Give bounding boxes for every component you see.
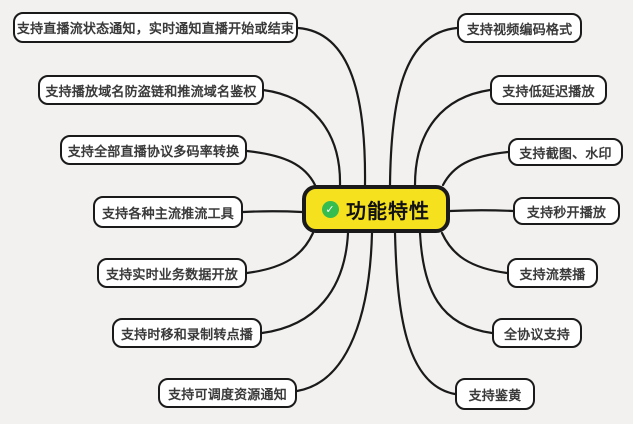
connector-right-5 <box>440 231 509 275</box>
connector-left-1 <box>296 26 367 187</box>
connector-right-1 <box>388 26 459 187</box>
check-circle-icon: ✓ <box>322 200 339 218</box>
connector-left-3 <box>245 149 317 187</box>
connector-right-7 <box>393 231 457 396</box>
node-schedulable-resource: 支持可调度资源通知 <box>158 378 297 408</box>
node-realtime-data: 支持实时业务数据开放 <box>97 258 247 288</box>
node-instant-play: 支持秒开播放 <box>513 197 620 225</box>
connector-right-2 <box>413 88 492 187</box>
node-video-codec: 支持视频编码格式 <box>457 13 582 43</box>
node-stream-status-notify: 支持直播流状态通知，实时通知直播开始或结束 <box>13 12 298 43</box>
node-timeshift-record: 支持时移和录制转点播 <box>112 318 262 348</box>
node-stream-ban: 支持流禁播 <box>507 258 598 288</box>
node-domain-auth: 支持播放域名防盗链和推流域名鉴权 <box>38 75 264 105</box>
node-low-latency: 支持低延迟播放 <box>490 75 607 105</box>
node-snapshot-watermark: 支持截图、水印 <box>508 138 623 166</box>
node-porn-detection: 支持鉴黄 <box>455 378 535 410</box>
center-node-label: 功能特性 <box>346 200 430 223</box>
node-protocol-bitrate: 支持全部直播协议多码率转换 <box>60 135 247 165</box>
connector-left-7 <box>295 231 374 393</box>
connector-left-6 <box>260 231 350 335</box>
node-all-protocol: 全协议支持 <box>492 318 582 348</box>
connector-right-6 <box>418 231 494 335</box>
connector-left-5 <box>245 231 315 275</box>
connector-left-4 <box>241 210 304 214</box>
connector-right-3 <box>441 150 510 187</box>
connector-left-2 <box>261 88 342 187</box>
connector-right-4 <box>448 209 515 213</box>
center-node-features: ✓ 功能特性 <box>302 185 450 233</box>
node-push-tools: 支持各种主流推流工具 <box>93 196 243 228</box>
